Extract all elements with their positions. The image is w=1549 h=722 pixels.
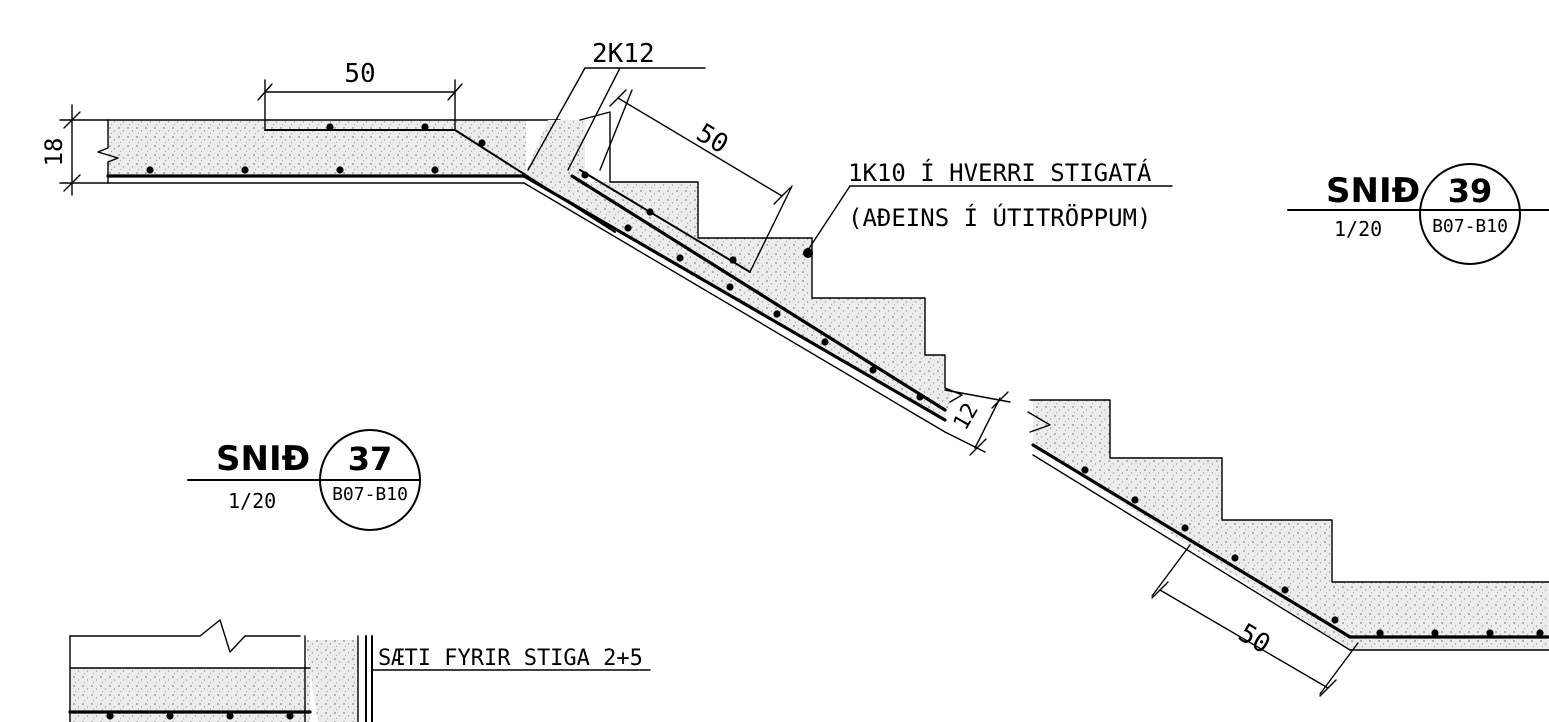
section-39-sheets: B07-B10	[1432, 216, 1508, 237]
lower-stair-flight	[1027, 399, 1549, 651]
rebar-lower-flight	[1081, 466, 1544, 637]
dim-slab-thickness-label: 18	[40, 138, 68, 167]
dim-upper-flight-label: 50	[691, 118, 733, 160]
rebar-top-landing	[146, 123, 616, 233]
section-37-scale: 1/20	[228, 489, 276, 513]
section-37-number: 37	[348, 440, 393, 478]
label-1k10-line1: 1K10 Í HVERRI STIGATÁ	[848, 158, 1152, 187]
label-2k12: 2K12	[592, 39, 655, 69]
label-1k10-line2: (AÐEINS Í ÚTITRÖPPUM)	[848, 202, 1151, 232]
seat-detail	[68, 619, 651, 722]
section-37-title: SNIÐ	[216, 439, 310, 479]
dimension-slab-thickness	[59, 104, 109, 196]
seat-note-label: SÆTI FYRIR STIGA 2+5	[378, 646, 643, 671]
section-39-number: 39	[1448, 172, 1493, 210]
dim-flight-thickness-label: 12	[949, 399, 984, 434]
dimension-upper-flight	[599, 89, 793, 273]
rebar-upper-flight	[478, 139, 924, 401]
leader-1k10	[807, 185, 1173, 251]
section-marker-39: SNIÐ 1/20 39 B07-B10	[1287, 163, 1549, 265]
section-39-title: SNIÐ	[1326, 171, 1420, 211]
dimension-flight-thickness	[944, 389, 1011, 456]
section-39-scale: 1/20	[1334, 217, 1382, 241]
upper-stair-flight	[522, 111, 963, 433]
leader-2k12	[527, 67, 706, 171]
section-37-sheets: B07-B10	[332, 484, 408, 505]
dimension-top-landing	[257, 79, 463, 131]
section-marker-37: SNIÐ 1/20 37 B07-B10	[187, 429, 421, 531]
dim-top-landing-label: 50	[344, 59, 375, 89]
dimension-lower-flight	[1151, 544, 1359, 697]
